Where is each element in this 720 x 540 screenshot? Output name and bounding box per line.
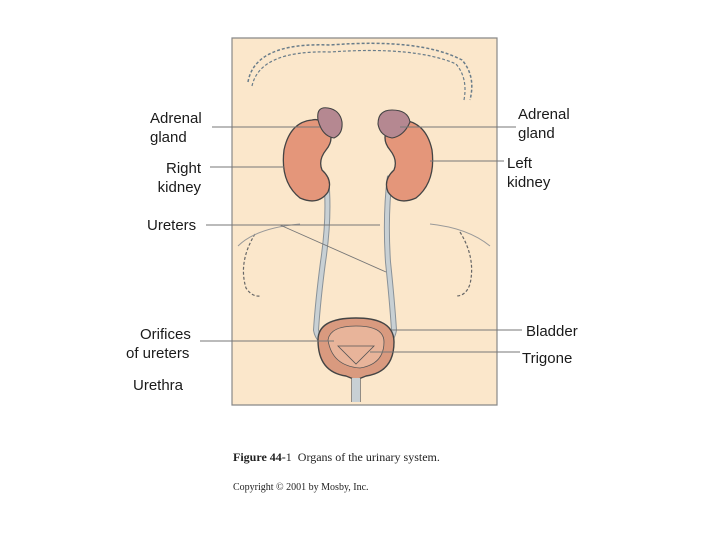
label-urethra: Urethra (133, 377, 184, 394)
label-line: gland (150, 129, 187, 146)
label-adrenal-gland-left: Adrenal gland (518, 105, 570, 143)
label-line: kidney (157, 179, 202, 196)
copyright-notice: Copyright © 2001 by Mosby, Inc. (233, 482, 369, 493)
label-ureters: Ureters (147, 217, 197, 234)
leader-ureters-2 (279, 224, 387, 273)
label-trigone: Trigone (522, 350, 573, 367)
figure-caption: Figure 44-1 Organs of the urinary system… (233, 450, 440, 465)
label-line: Orifices (140, 326, 191, 343)
left-hip-curve (429, 223, 491, 247)
label-line: Right (166, 160, 202, 177)
label-bladder: Bladder (526, 323, 578, 340)
trigone-shape (337, 345, 375, 365)
figure-number: Figure 44- (233, 450, 286, 464)
label-adrenal-gland-right: Adrenal gland (150, 109, 202, 147)
label-line: gland (518, 125, 555, 142)
label-right-kidney: Right kidney (156, 159, 201, 197)
label-orifices-of-ureters: Orifices of ureters (126, 325, 191, 363)
bladder-inner (327, 325, 385, 369)
label-line: kidney (507, 174, 551, 191)
diaphragm-line (247, 42, 473, 101)
label-line: Adrenal (150, 110, 202, 127)
label-left-kidney: Left kidney (507, 154, 550, 192)
label-line: Adrenal (518, 106, 570, 123)
right-adrenal-shape (317, 107, 343, 139)
label-line: of ureters (126, 345, 190, 362)
left-pelvic-curve (455, 231, 473, 297)
figure-number-suffix: 1 (285, 450, 292, 464)
right-pelvic-curve (242, 233, 261, 297)
diaphragm-line-inner (251, 49, 466, 101)
left-adrenal-shape (377, 109, 411, 139)
label-line: Left (507, 155, 533, 172)
figure-title: Organs of the urinary system. (297, 450, 440, 464)
